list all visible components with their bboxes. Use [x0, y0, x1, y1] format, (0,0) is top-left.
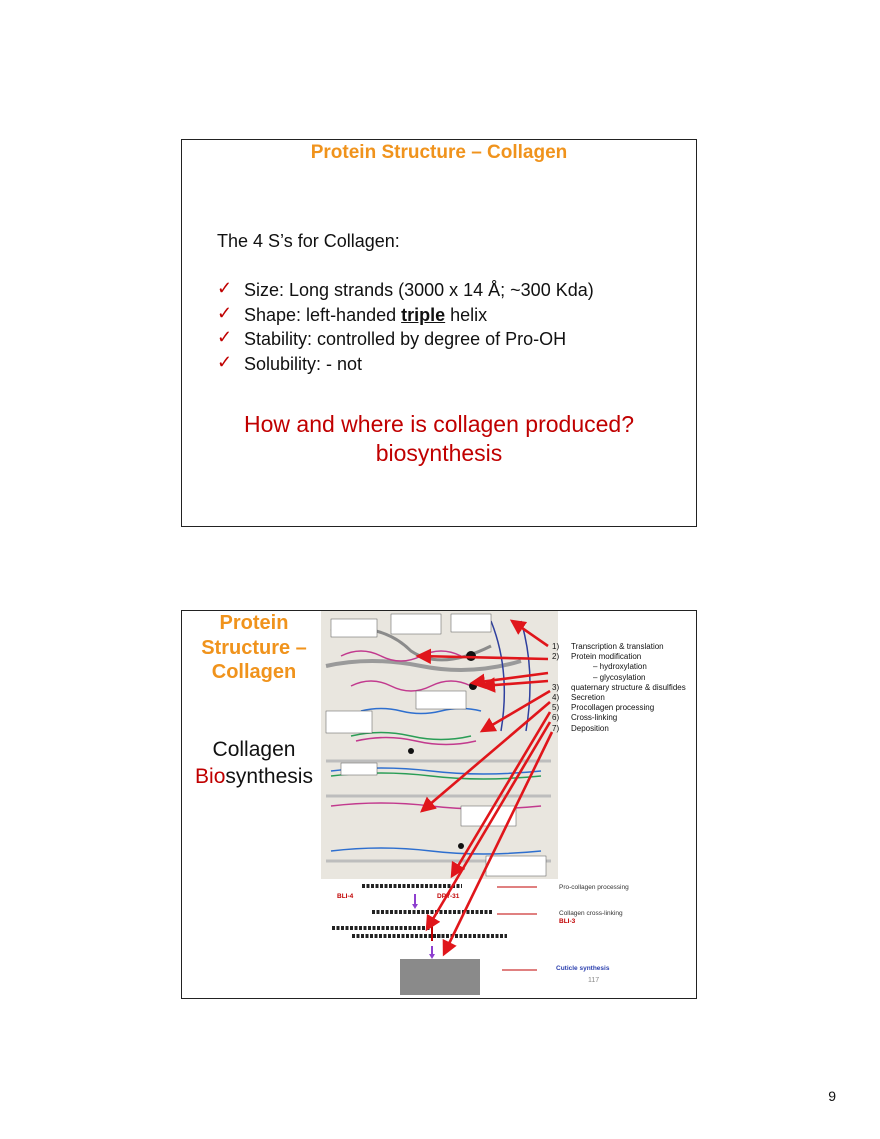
check-icon: ✓: [217, 327, 233, 347]
step-item: 6)Cross-linking: [552, 713, 618, 723]
check-icon: ✓: [217, 302, 233, 323]
bullet-size: ✓ Size: Long strands (3000 x 14 Å; ~300 …: [217, 278, 594, 300]
bullet-solubility: ✓ Solubility: - not: [217, 351, 363, 374]
page-reference: 117: [588, 977, 600, 984]
caption-bli4: BLI-4: [337, 893, 354, 900]
step-item: 2)Protein modification: [552, 652, 642, 662]
check-icon: ✓: [217, 278, 233, 298]
check-icon: ✓: [217, 351, 233, 372]
step-subitem: – hydroxylation: [593, 662, 647, 672]
steps-list: 1)Transcription & translation 2)Protein …: [552, 642, 686, 734]
step-item: 1)Transcription & translation: [552, 642, 664, 651]
step-item: 7)Deposition: [552, 723, 609, 733]
caption-bli3: BLI-3: [559, 918, 576, 925]
arrow-icon: [429, 954, 435, 959]
slide-collagen-biosynthesis: Protein Structure – Collagen Collagen Bi…: [181, 610, 697, 999]
caption-cross-linking: Collagen cross-linking: [559, 910, 623, 917]
arrow-icon: [412, 904, 418, 909]
caption-dpy31: DPY-31: [437, 893, 460, 900]
step-subitem: – glycosylation: [593, 672, 646, 682]
caption-procollagen-processing: Pro-collagen processing: [559, 884, 629, 891]
intro-text: The 4 S’s for Collagen:: [217, 231, 400, 251]
slide-title: Protein Structure – Collagen: [201, 612, 307, 683]
step-item: 4)Secretion: [552, 693, 605, 703]
slide-title: Protein Structure – Collagen: [310, 142, 568, 163]
page-number: 9: [828, 1088, 836, 1104]
bullet-list: ✓ Size: Long strands (3000 x 14 Å; ~300 …: [217, 278, 594, 376]
cell-diagram: [321, 611, 558, 879]
cuticle-image: [400, 959, 480, 995]
bullet-stability: ✓ Stability: controlled by degree of Pro…: [217, 327, 567, 349]
red-arrows-overlay: [415, 619, 554, 957]
slide-subtitle: Collagen Biosynthesis: [195, 738, 313, 788]
bullet-shape: ✓ Shape: left-handed triple helix: [217, 302, 488, 325]
question-text: How and where is collagen produced? bios…: [244, 411, 634, 466]
emphasis-triple: triple: [401, 304, 446, 325]
step-item: 5)Procollagen processing: [552, 703, 655, 713]
caption-cuticle-synthesis: Cuticle synthesis: [556, 965, 610, 972]
step-item: 3)quaternary structure & disulfides: [552, 682, 686, 692]
collagen-strand-icon: [332, 884, 507, 941]
slide-collagen-4s: Protein Structure – Collagen The 4 S’s f…: [181, 139, 697, 527]
worm-collagen-diagram: [332, 884, 537, 995]
